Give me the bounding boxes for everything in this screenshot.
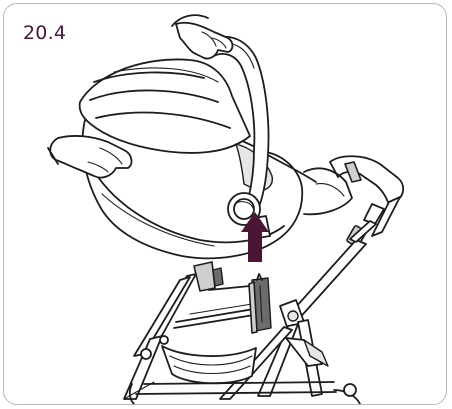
instruction-panel: 20.4	[3, 3, 447, 405]
car-seat-attachment-illustration	[4, 4, 447, 405]
